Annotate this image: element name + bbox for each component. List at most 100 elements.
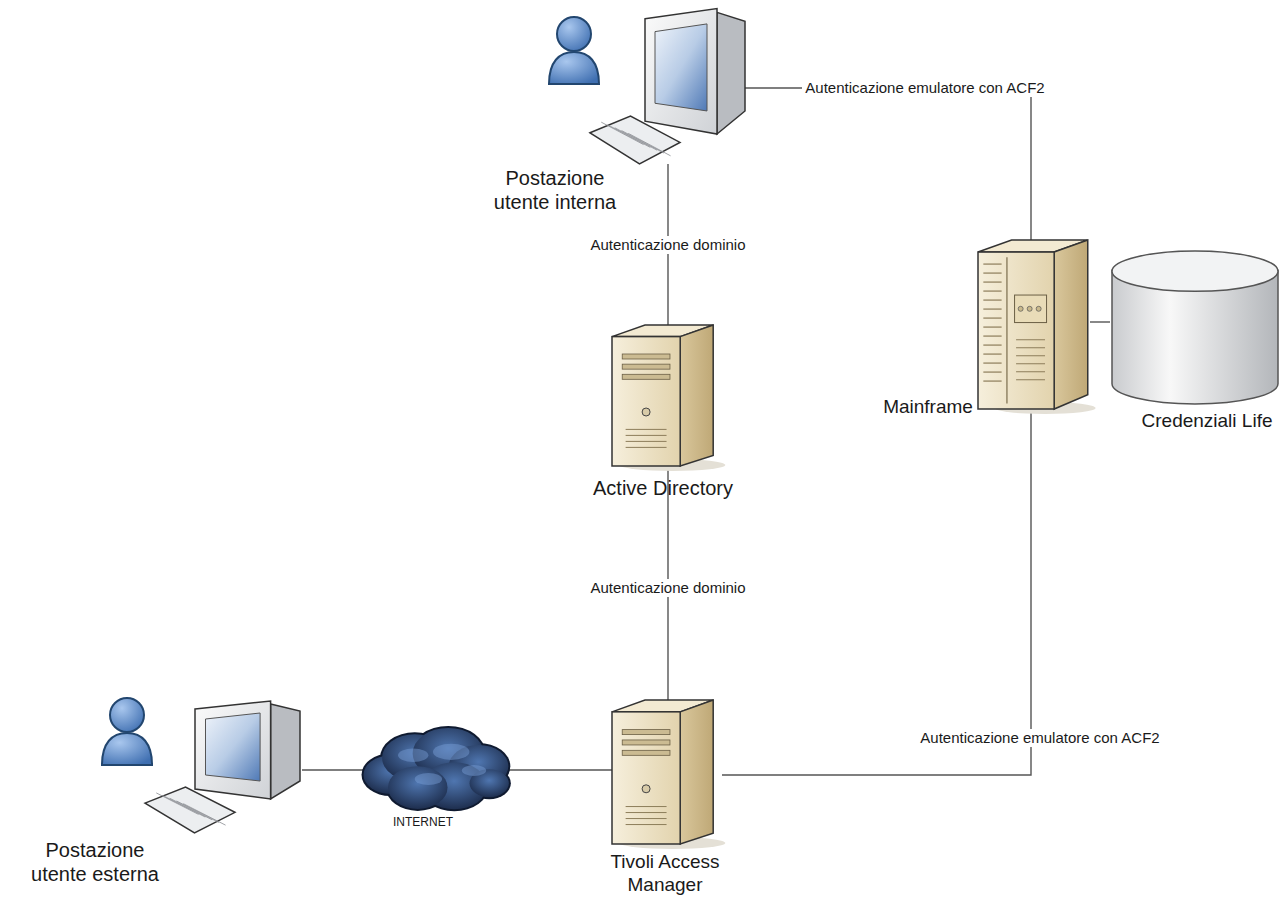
keyboard-keys: [177, 801, 219, 823]
server-icon: [612, 700, 722, 848]
node-label: Postazione utente interna: [480, 166, 630, 214]
vent-line: [983, 290, 1001, 291]
control-panel: [1015, 295, 1047, 323]
internet-cloud: [360, 728, 512, 813]
monitor-front: [645, 9, 717, 134]
workstation-icon: Postazione utente esterna: [98, 695, 302, 835]
indicator-light: [1036, 306, 1041, 311]
vent-line: [626, 429, 667, 430]
mainframe-front: [978, 252, 1054, 409]
cloud-highlight: [433, 744, 469, 760]
monitor-screen: [206, 713, 261, 781]
monitor-side: [717, 12, 745, 134]
vent-line: [983, 263, 1001, 264]
connector-line: [745, 88, 1031, 240]
cloud-highlight: [398, 748, 428, 762]
power-button: [642, 785, 650, 793]
vent-line: [983, 326, 1001, 327]
keyboard-keys: [163, 796, 205, 818]
vent-line: [1016, 339, 1045, 340]
vent-line: [983, 281, 1001, 282]
vent-line: [626, 441, 667, 442]
drive-slot: [622, 740, 670, 745]
node-label: Credenziali Life: [1142, 410, 1273, 433]
vent-line: [1016, 355, 1045, 356]
server-side: [680, 700, 713, 844]
vent-line: [983, 272, 1001, 273]
person-head: [110, 698, 144, 732]
server-side: [680, 325, 713, 466]
server-front: [612, 337, 680, 466]
edge-label: Autenticazione dominio: [587, 236, 748, 254]
connector-line: [1090, 321, 1110, 322]
drive-slot: [622, 750, 670, 755]
node-label: Active Directory: [593, 476, 733, 500]
vent-line: [1016, 363, 1045, 364]
drive-slot: [622, 730, 670, 735]
vent-line: [983, 353, 1001, 354]
vent-line: [983, 344, 1001, 345]
vent-line: [983, 317, 1001, 318]
person-body: [549, 52, 599, 84]
edge-label: Autenticazione dominio: [587, 579, 748, 597]
keyboard-keys: [622, 131, 664, 153]
mainframe-side: [1054, 240, 1088, 409]
node-label: Mainframe: [883, 396, 973, 419]
node-label: Postazione utente esterna: [20, 838, 170, 886]
vent-line: [626, 435, 667, 436]
vent-line: [983, 299, 1001, 300]
keyboard-keys: [183, 804, 225, 826]
person-head: [557, 17, 591, 51]
panel-divider: [1006, 257, 1007, 403]
edge-label: Autenticazione emulatore con ACF2: [802, 79, 1047, 97]
database-cylinder: [1110, 250, 1280, 405]
monitor-screen: [655, 24, 707, 111]
server-front: [612, 712, 680, 844]
mainframe-icon: Mainframe: [978, 240, 1090, 412]
keyboard: [145, 787, 235, 833]
vent-line: [626, 812, 667, 813]
vent-line: [983, 335, 1001, 336]
vent-line: [983, 308, 1001, 309]
database-cylinder: Credenziali Life: [1110, 250, 1280, 405]
keyboard: [590, 116, 680, 164]
connector-line: [302, 769, 364, 770]
vent-line: [983, 371, 1001, 372]
edge-label: Autenticazione emulatore con ACF2: [917, 729, 1162, 747]
indicator-light: [1018, 306, 1023, 311]
keyboard-keys: [170, 798, 212, 820]
vent-line: [626, 447, 667, 448]
keyboard-keys: [628, 133, 670, 155]
server-icon: [612, 325, 722, 470]
cloud-fill: [388, 766, 448, 809]
connector-line: [508, 769, 612, 770]
cloud-highlight: [415, 773, 442, 785]
indicator-light: [1027, 306, 1032, 311]
server-icon: Tivoli Access Manager: [612, 700, 722, 848]
vent-line: [1016, 379, 1045, 380]
connector-line: [722, 412, 1031, 775]
keyboard-keys: [608, 125, 650, 147]
drive-slot: [622, 364, 670, 369]
node-label: INTERNET: [393, 815, 453, 829]
vent-line: [983, 380, 1001, 381]
person-body: [102, 733, 152, 765]
internet-cloud: INTERNET: [360, 728, 512, 813]
mainframe-icon: [978, 240, 1090, 412]
node-label: Tivoli Access Manager: [590, 851, 740, 897]
vent-line: [1016, 347, 1045, 348]
server-icon: Active Directory: [612, 325, 722, 470]
keyboard-keys: [601, 122, 643, 144]
drive-slot: [622, 374, 670, 379]
monitor-front: [195, 701, 271, 799]
keyboard-keys: [156, 793, 198, 815]
vent-line: [983, 362, 1001, 363]
vent-line: [626, 818, 667, 819]
monitor-side: [271, 704, 300, 799]
vent-line: [626, 806, 667, 807]
cylinder-top: [1112, 251, 1278, 291]
cloud-highlight: [462, 765, 486, 776]
workstation-icon: [98, 695, 302, 835]
workstation-icon: Postazione utente interna: [545, 6, 745, 164]
power-button: [642, 408, 650, 416]
